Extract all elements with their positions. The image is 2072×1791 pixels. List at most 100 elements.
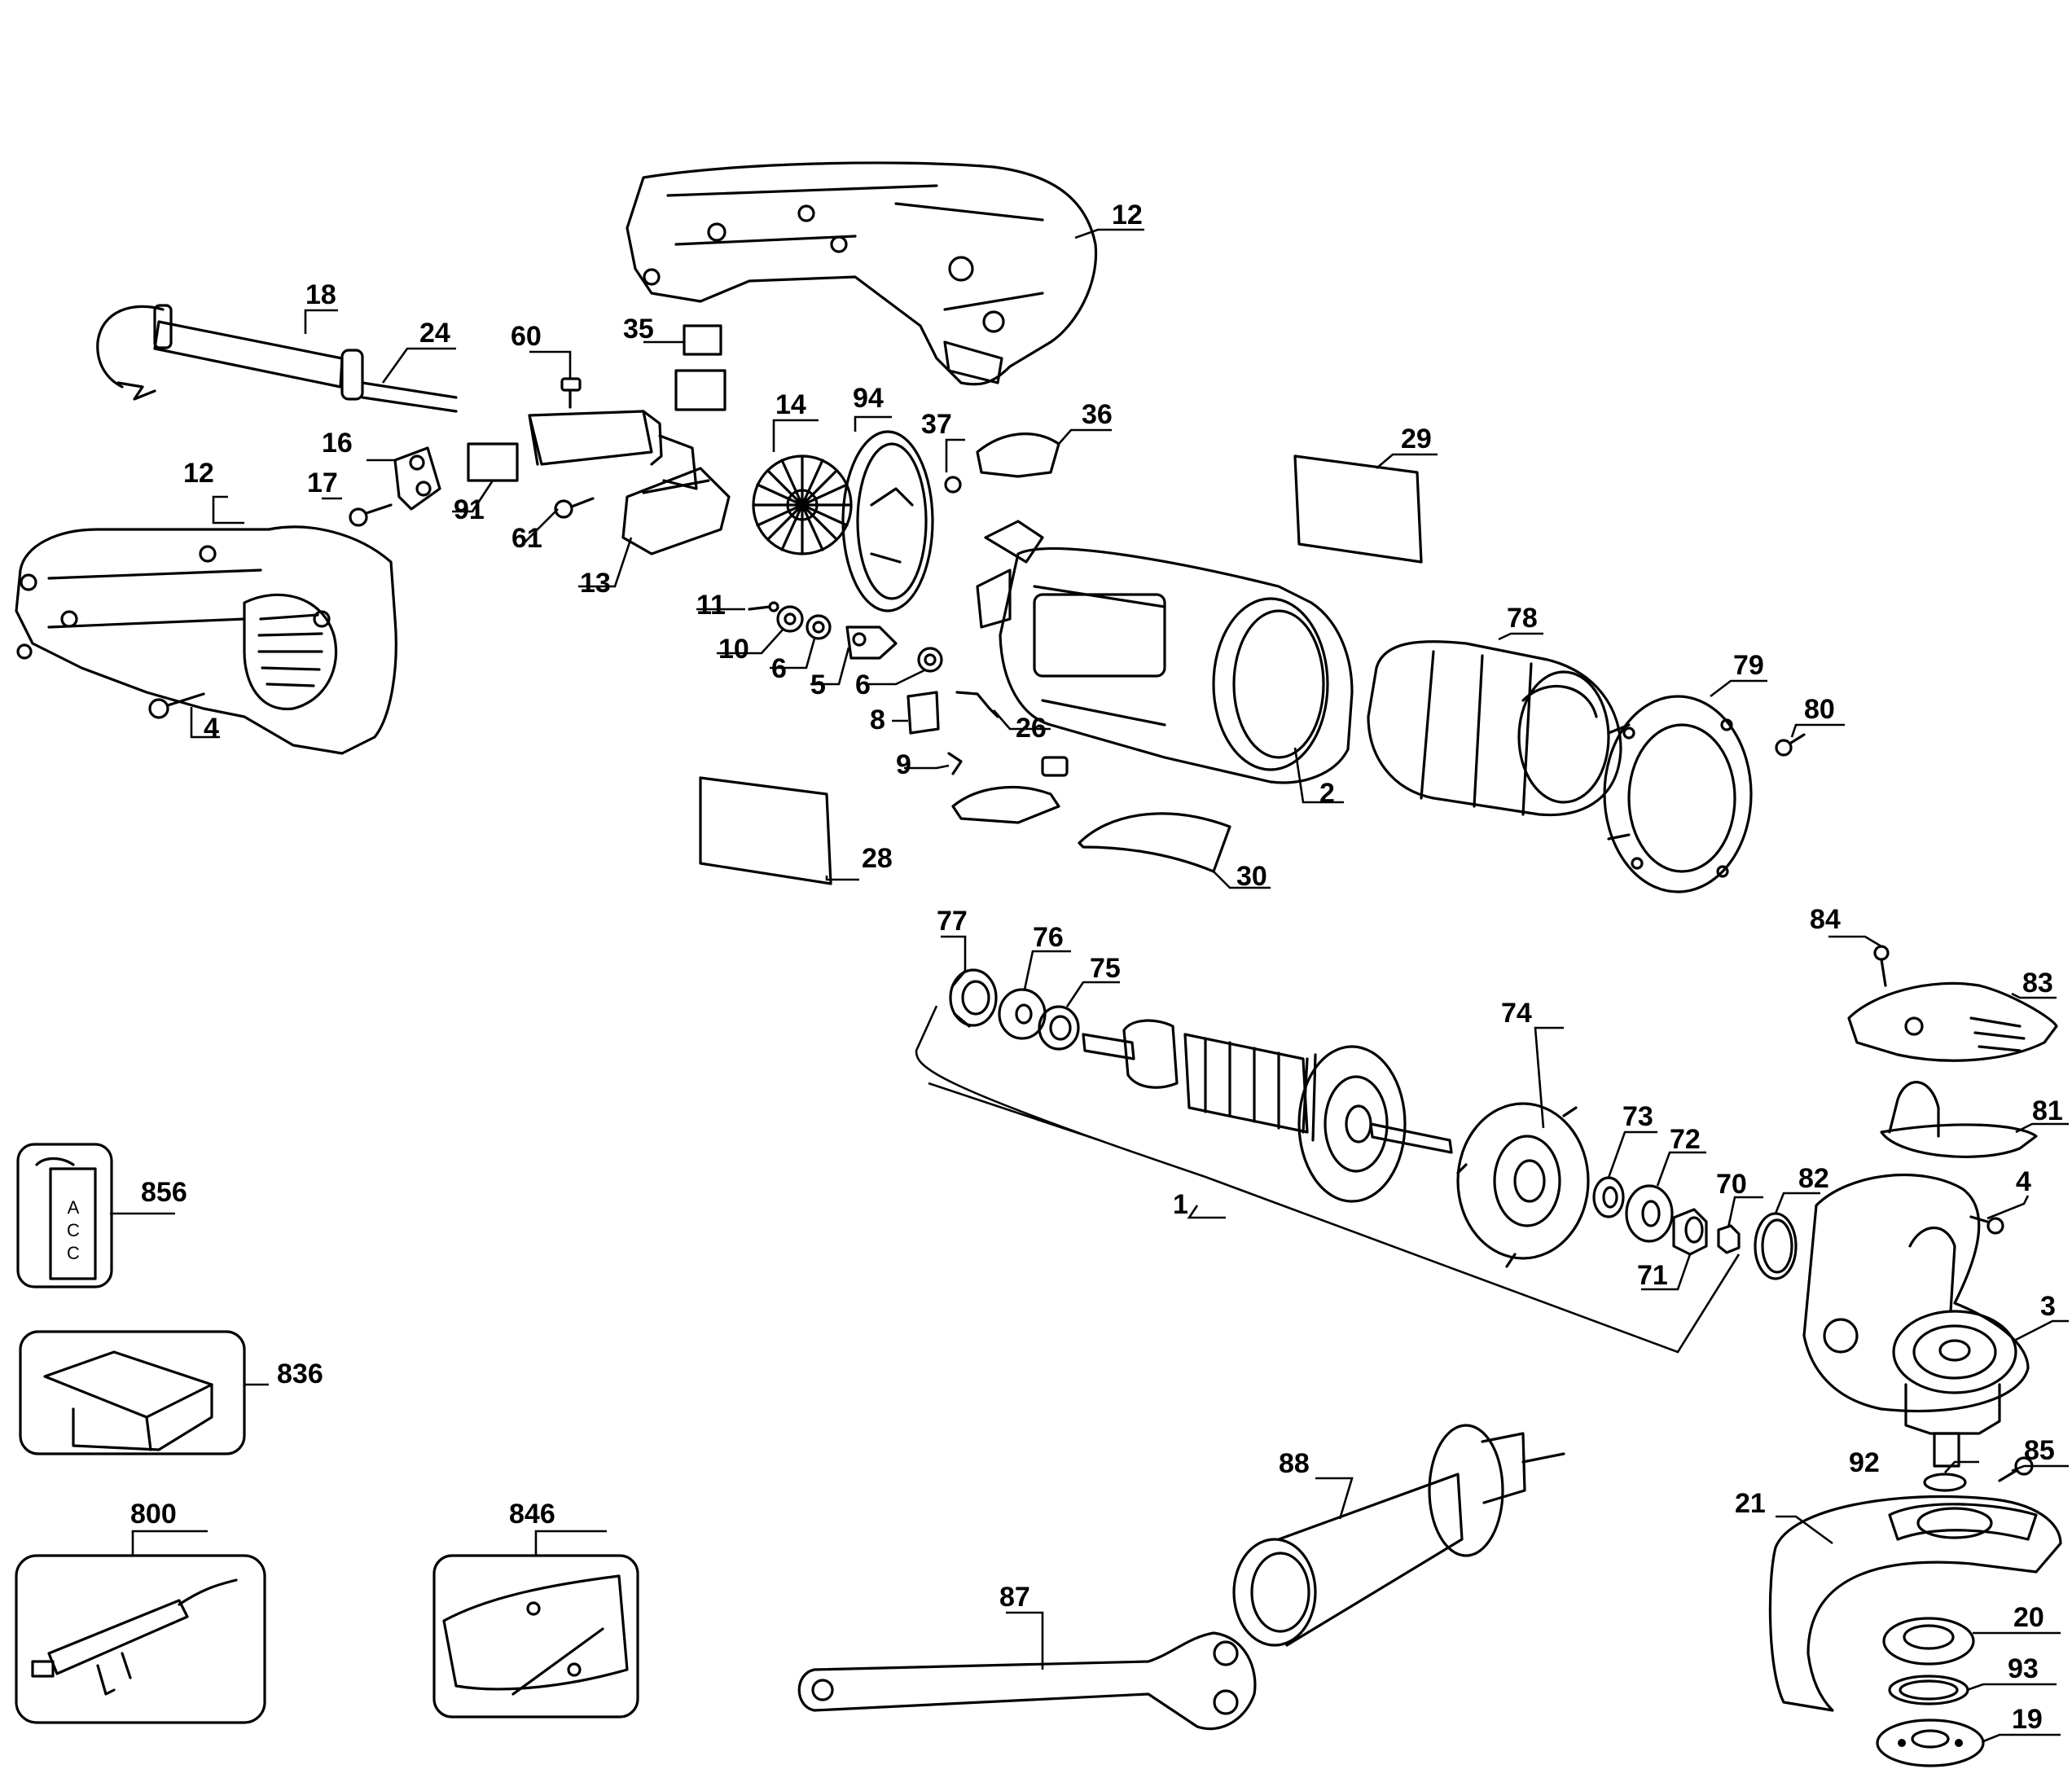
part-836-kit-box — [19, 1330, 246, 1455]
part-8-switch — [906, 691, 940, 735]
callout-83: 83 — [2022, 968, 2053, 999]
part-74-baffle — [1456, 1102, 1590, 1268]
part-77-bearing — [949, 968, 998, 1028]
callout-6a: 6 — [771, 653, 787, 684]
callout-72: 72 — [1670, 1124, 1701, 1155]
part-72-bearing — [1625, 1184, 1674, 1243]
part-4-screw-left — [148, 692, 205, 719]
callout-836: 836 — [277, 1359, 323, 1389]
part-92-washer — [1923, 1473, 1967, 1492]
callout-84: 84 — [1810, 904, 1841, 935]
callout-20: 20 — [2013, 1602, 2044, 1633]
callout-73: 73 — [1622, 1101, 1653, 1132]
callout-85: 85 — [2024, 1435, 2055, 1466]
callout-78: 78 — [1507, 603, 1538, 634]
part-9-spring — [947, 752, 963, 775]
part-84-screw — [1873, 945, 1890, 987]
callout-19: 19 — [2012, 1704, 2043, 1735]
acc-letter-c1: C — [67, 1220, 80, 1240]
part-82-o-ring — [1754, 1212, 1798, 1280]
callout-37: 37 — [921, 409, 952, 440]
part-5-spindle-lock — [845, 626, 898, 660]
part-81-spring-clip — [1880, 1081, 2038, 1159]
callout-3: 3 — [2040, 1291, 2056, 1322]
callout-81: 81 — [2032, 1095, 2063, 1126]
part-switch-actuator — [951, 756, 1069, 824]
part-11-screw — [748, 601, 779, 612]
callout-6b: 6 — [855, 669, 871, 700]
callout-91: 91 — [454, 494, 485, 525]
part-36-switch-cover — [976, 432, 1060, 478]
callout-94: 94 — [853, 383, 884, 414]
part-91-brush — [467, 442, 519, 482]
part-28-label — [699, 776, 832, 885]
part-14-fan — [752, 454, 853, 555]
callout-60: 60 — [511, 321, 542, 352]
part-13-brush-cover — [621, 467, 731, 555]
part-6-washer-b — [917, 647, 943, 673]
callout-82: 82 — [1798, 1163, 1829, 1194]
callout-77: 77 — [937, 906, 968, 937]
callout-75: 75 — [1090, 953, 1121, 984]
callout-17: 17 — [307, 468, 338, 498]
callout-80: 80 — [1804, 694, 1835, 725]
callout-846: 846 — [509, 1499, 555, 1530]
callout-8: 8 — [870, 705, 885, 735]
callout-35: 35 — [623, 314, 654, 345]
part-35-brush — [674, 324, 727, 411]
part-18-cord — [96, 304, 458, 413]
part-10-bearing — [776, 605, 804, 633]
callout-11: 11 — [696, 590, 726, 621]
callout-88: 88 — [1279, 1448, 1310, 1479]
callout-76: 76 — [1033, 922, 1064, 953]
part-29-label — [1293, 454, 1423, 564]
part-12-housing-left — [15, 525, 397, 755]
callout-92: 92 — [1849, 1447, 1880, 1478]
callout-71: 71 — [1637, 1260, 1668, 1291]
part-4-screw-right — [1969, 1215, 2004, 1235]
part-20-inner-flange — [1882, 1617, 1975, 1666]
callout-36: 36 — [1082, 399, 1113, 430]
part-88-side-handle — [1232, 1424, 1565, 1647]
callout-93: 93 — [2008, 1653, 2039, 1684]
callout-87: 87 — [999, 1582, 1030, 1613]
part-87-wrench — [797, 1631, 1257, 1731]
callout-74: 74 — [1501, 998, 1532, 1029]
callout-79: 79 — [1733, 650, 1764, 681]
part-93-washer — [1888, 1675, 1969, 1705]
callout-16: 16 — [322, 428, 353, 459]
part-37-screw — [944, 476, 962, 494]
part-76-washer — [998, 988, 1047, 1040]
callout-26: 26 — [1016, 713, 1047, 744]
callout-28: 28 — [862, 843, 893, 874]
part-80-screw — [1775, 733, 1806, 757]
callout-2: 2 — [1319, 778, 1335, 809]
part-17-screw — [349, 503, 393, 527]
part-94-baffle — [841, 430, 934, 612]
callout-30: 30 — [1236, 861, 1267, 892]
callout-24: 24 — [419, 318, 450, 349]
part-3-gear-case — [1802, 1173, 2030, 1435]
acc-letter-c2: C — [67, 1243, 80, 1263]
callout-61: 61 — [511, 523, 542, 554]
part-78-field — [1367, 640, 1622, 817]
callout-9: 9 — [896, 749, 911, 780]
callout-1: 1 — [1173, 1189, 1188, 1220]
part-21-guard — [1768, 1495, 2062, 1712]
callout-5: 5 — [810, 669, 826, 700]
callout-18: 18 — [305, 279, 336, 310]
callout-13: 13 — [580, 568, 611, 599]
part-6-washer-a — [806, 614, 832, 640]
callout-800: 800 — [130, 1499, 177, 1530]
part-16-cord-clamp — [393, 446, 441, 511]
part-79-end-plate — [1603, 695, 1753, 893]
part-856-acc-box: A C C — [16, 1143, 113, 1288]
callout-4a: 4 — [204, 713, 219, 744]
part-70-nut — [1717, 1224, 1741, 1254]
part-71-pinion — [1672, 1208, 1708, 1256]
part-2-motor-housing — [976, 520, 1354, 784]
part-60-screw — [560, 377, 582, 409]
part-61-screw — [554, 497, 595, 519]
part-30-label — [1078, 812, 1231, 873]
